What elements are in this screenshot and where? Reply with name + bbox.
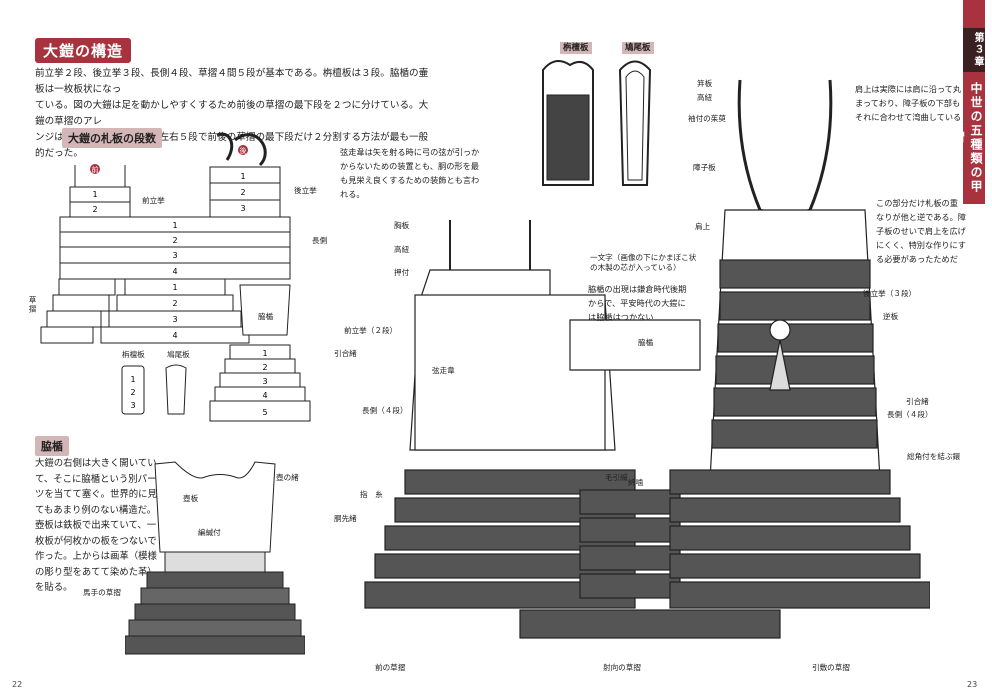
label-kogai: 笄板 — [697, 79, 713, 88]
label-tsurubashiri: 弦走韋 — [432, 366, 455, 375]
section-title: 大鎧の構造 — [35, 38, 132, 63]
plate-count-diagram: 1 2 1 2 3 1 2 3 4 1 2 3 4 1 2 3 4 5 前 後 — [40, 132, 311, 422]
diagram-title-sane: 大鎧の札板の段数 — [62, 128, 162, 148]
label-ichimonji: 一文字（画像の下にかまぼこ状の木製の芯が入っている） — [590, 253, 697, 272]
num-naga: 1 — [172, 221, 177, 230]
label-shoji-ita: 障子板 — [693, 163, 716, 172]
waidate-line: てもあまり例のない構造だ。 — [35, 504, 157, 516]
intro-line: 前立挙２段、後立挙３段、長側４段、草摺４間５段が基本である。栴檀板は３段。脇楯の… — [35, 68, 429, 95]
label-agemaki-kanamono: 総角付を結ぶ鐶 — [907, 452, 961, 461]
label-kyubi: 鳩尾板 — [622, 42, 654, 54]
intro-line: ている。図の大鎧は足を動かしやすくするため前後の草摺の最下段を２つに分けている。… — [35, 100, 429, 127]
tab-cap — [963, 0, 985, 28]
note-tsurubashiri: 弦走韋は矢を射る時に弓の弦が引っかからないための装置とも、胴の形を最も見栄え良く… — [340, 147, 480, 199]
num-naga: 4 — [172, 267, 177, 276]
num-kusa: 2 — [172, 299, 177, 308]
label-mae-tateage: 前立挙（２段） — [344, 326, 398, 335]
chapter-tab: 第３章 — [963, 28, 985, 72]
label-ushiro-tateage: 後立挙 — [294, 186, 317, 195]
sendan-kyubi-mini: 1 2 3 — [121, 364, 187, 415]
num-kusa: 1 — [172, 283, 177, 292]
page-number-right: 23 — [967, 680, 978, 689]
waidate-line: 作った。上からは画革（模様 — [35, 551, 157, 562]
waidate-line: を貼る。 — [35, 582, 73, 593]
label-oshitsuke: 逆板 — [883, 312, 899, 321]
intro-line: ンジは色々とあったが、前後左右５段で前後の草摺の最下段だけ２分割する方法が最も一… — [35, 132, 429, 159]
chapter-theme-tab: 中世の五種類の甲冑 — [952, 72, 985, 204]
label-imuke-kusazuri: 射向の草摺 — [603, 663, 641, 672]
label-watagami: 肩上 — [695, 222, 711, 231]
label-hikiawase-r: 引合緒 — [906, 397, 929, 406]
label-mae-kusazuri: 前の草摺 — [375, 663, 406, 672]
label-sendan: 栴檀板 — [560, 42, 592, 54]
waidate-line: の彫り型をあてて染めた革） — [35, 566, 157, 578]
label-amimitsuke: 編緘付 — [198, 528, 221, 537]
waidate-diagram — [125, 461, 305, 655]
num-waidate: 3 — [262, 377, 267, 386]
waidate-line: ツを当てて塞ぐ。世界的に見 — [35, 489, 157, 500]
label-hikiawase-l: 引合緒 — [334, 349, 357, 358]
label-nagagawa: 長側 — [312, 236, 328, 245]
num-sendan: 2 — [130, 388, 135, 397]
waidate-text: 大鎧の右側は大きく開いてい て、そこに脇楯という別パー ツを当てて塞ぐ。世界的に… — [35, 456, 185, 596]
num-waidate: 2 — [262, 363, 267, 372]
label-ushiro-tateage: 後立挙（３段） — [863, 289, 917, 298]
waidate-line: 枚板が何枚かの板をつないで — [35, 535, 157, 547]
note-watagami: 肩上は実際には肩に沿って丸まっており、障子板の下部もそれに合わせて湾曲している — [855, 84, 962, 122]
num-mae: 1 — [92, 190, 97, 199]
label-waidate-small: 脇楯 — [258, 312, 274, 321]
num-waidate: 4 — [262, 391, 267, 400]
num-ushiro: 2 — [240, 188, 245, 197]
label-mune-ita: 胸板 — [394, 221, 410, 230]
waidate-line: 大鎧の右側は大きく開いてい — [35, 458, 157, 469]
num-waidate: 1 — [262, 349, 267, 358]
intro-text: 前立挙２段、後立挙３段、長側４段、草摺４間５段が基本である。栴檀板は３段。脇楯の… — [35, 66, 435, 162]
note-ichimonji: 脇楯の出現は鎌倉時代後期からで、平安時代の大鎧には脇楯はつかない — [588, 284, 687, 322]
o-yoroi-illustration — [364, 79, 930, 639]
sendan-kyubi-plates — [542, 60, 652, 186]
label-sendan-small: 栴檀板 — [122, 350, 145, 359]
label-oshitsuke-l: 押付 — [394, 268, 410, 277]
num-ushiro: 3 — [240, 204, 245, 213]
label-nagagawa-l: 長側（４段） — [362, 406, 408, 415]
label-takahimo: 高紐 — [697, 93, 713, 102]
label-watagami-kanamono: 袖付の茱萸 — [688, 114, 726, 123]
num-ushiro: 1 — [240, 172, 245, 181]
num-kusa: 3 — [172, 315, 177, 324]
label-nagagawa-r: 長側（４段） — [887, 410, 933, 419]
num-naga: 2 — [172, 236, 177, 245]
diagram-title-waidate: 脇楯 — [35, 436, 69, 456]
num-sendan: 3 — [130, 401, 135, 410]
label-hiki-kusazuri: 引敷の草摺 — [812, 663, 850, 672]
label-sashi: 指 糸 — [360, 490, 383, 499]
mae-badge: 前 — [92, 165, 99, 174]
label-mete-kusazuri: 馬手の草摺 — [83, 588, 121, 597]
num-naga: 3 — [172, 251, 177, 260]
ushiro-badge: 後 — [240, 146, 247, 155]
label-mae-tateage: 前立挙 — [142, 196, 165, 205]
label-kyubi-small: 鳩尾板 — [167, 350, 190, 359]
waidate-line: て、そこに脇楯という別パー — [35, 473, 157, 485]
label-kusazuri: 草摺 — [28, 296, 37, 314]
waidate-line: 壺板は鉄板で出来ていて、一 — [35, 520, 157, 531]
label-takahimo-l: 高紐 — [394, 245, 410, 254]
num-waidate: 5 — [262, 408, 267, 417]
num-kusa: 4 — [172, 331, 177, 340]
label-waidate: 脇楯 — [638, 338, 654, 347]
note-oshitsuke: この部分だけ札板の重なりが他と逆である。障子板のせいで肩上を広げにくく、特別な作… — [876, 198, 966, 264]
num-sendan: 1 — [130, 375, 135, 384]
label-tsuboita: 壺板 — [183, 494, 199, 503]
label-kewa: 毛引縅 — [605, 473, 628, 482]
page-number-left: 22 — [12, 680, 23, 689]
label-watari: 綿噛 — [628, 478, 644, 487]
num-mae: 2 — [92, 205, 97, 214]
label-tsubo-no-o: 壺の緒 — [276, 473, 299, 482]
label-do-saki: 胴先緒 — [334, 514, 357, 523]
